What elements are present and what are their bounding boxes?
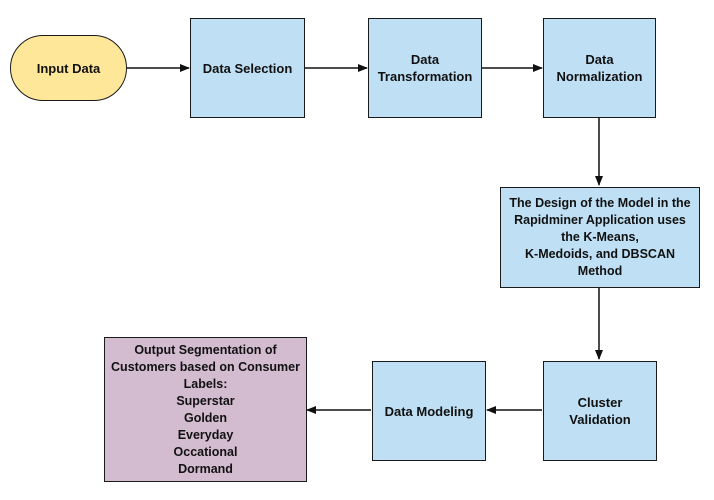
node-label-line: Rapidminer Application uses [514, 213, 686, 227]
node-label-line: Dormand [178, 461, 233, 476]
node-label-line: Data Modeling [384, 403, 474, 419]
node-label-line: K-Medoids, and DBSCAN [525, 247, 675, 261]
data-normalization-node: Data Normalization [543, 18, 656, 118]
model-design-node: The Design of the Model in the Rapidmine… [500, 187, 700, 288]
output-segmentation-node: Output Segmentation of Customers based o… [104, 337, 307, 482]
node-label-line: Method [577, 264, 623, 278]
node-label-line: Occational [173, 444, 238, 459]
node-label-line: Output Segmentation of [134, 342, 277, 357]
node-label-line: Superstar [176, 393, 235, 408]
node-label-line: the K-Means, [561, 230, 639, 244]
node-label-line: Data Selection [202, 60, 293, 76]
node-label-line: Data [585, 52, 614, 67]
node-label-line: The Design of the Model in the [509, 196, 691, 210]
node-label-line: Customers based on Consumer [111, 359, 300, 374]
data-selection-node: Data Selection [190, 18, 305, 118]
node-label-line: Golden [183, 410, 228, 425]
data-transformation-node: Data Transformation [368, 18, 482, 118]
data-modeling-node: Data Modeling [372, 361, 486, 461]
node-label-line: Transformation [377, 69, 473, 84]
node-label-line: Data [410, 52, 440, 67]
input-data-node: Input Data [10, 35, 127, 101]
node-label-line: Validation [569, 412, 631, 427]
node-label-line: Input Data [36, 60, 101, 76]
node-label-line: Normalization [556, 69, 643, 84]
node-label-line: Everyday [177, 427, 234, 442]
node-label-line: Labels: [183, 376, 228, 391]
cluster-validation-node: Cluster Validation [543, 361, 657, 461]
node-label-line: Cluster [577, 395, 623, 410]
